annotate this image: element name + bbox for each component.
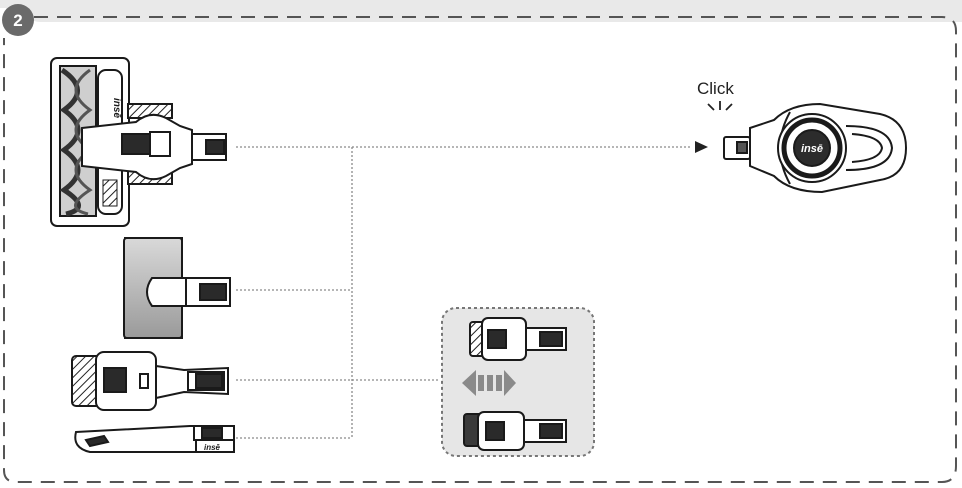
- handheld-brand-logo: insē: [801, 143, 823, 155]
- crevice-tool-brand-logo: insē: [204, 443, 221, 452]
- click-label: Click: [697, 79, 734, 98]
- convertible-brush-callout: [442, 308, 594, 456]
- floor-brush-brand-logo: insē: [111, 98, 122, 118]
- step-number: 2: [13, 11, 22, 30]
- step-badge: 2: [2, 4, 34, 36]
